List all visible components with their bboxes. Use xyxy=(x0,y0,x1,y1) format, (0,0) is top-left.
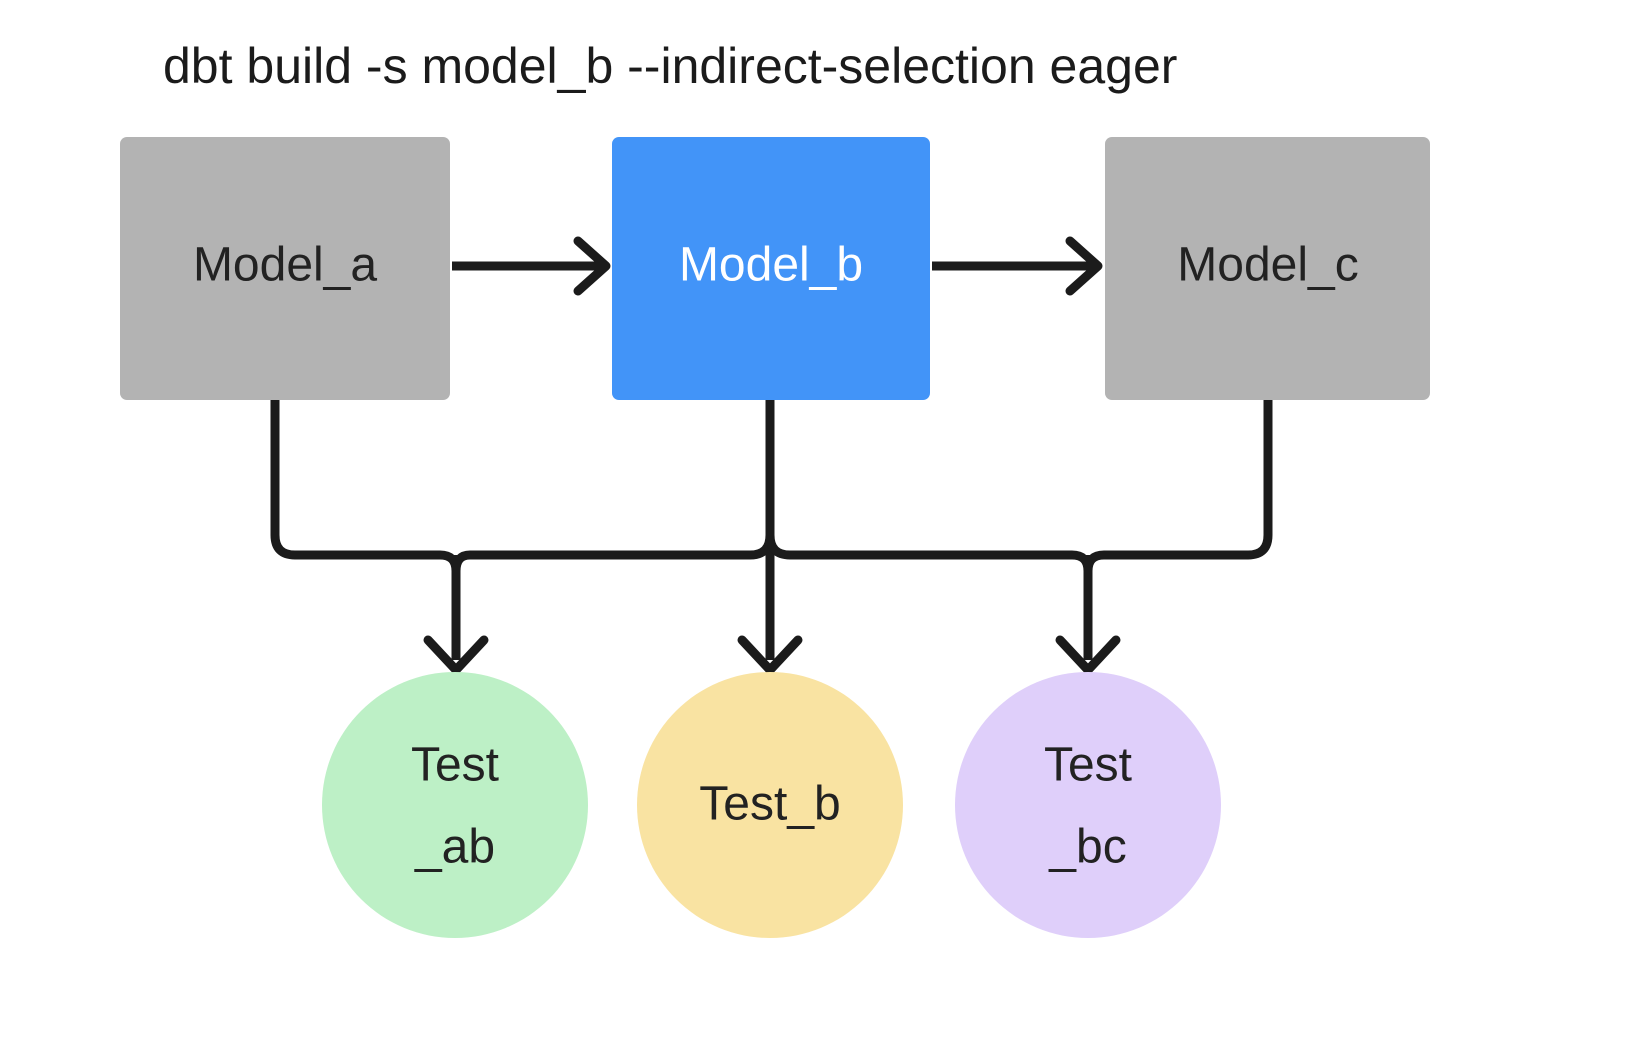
edge-model-a-to-test-ab xyxy=(270,400,461,572)
test-b-label-line1: Test_b xyxy=(699,778,840,831)
test-bc-label-line2: _bc xyxy=(1048,821,1126,874)
model-b-label: Model_b xyxy=(679,239,863,292)
node-test-bc[interactable]: Test _bc xyxy=(955,672,1221,938)
node-model-a[interactable]: Model_a xyxy=(120,137,450,400)
edge-model-b-to-test-bc xyxy=(765,534,1093,572)
edge-model-b-to-test-b xyxy=(737,400,803,675)
edge-model-b-to-model-c xyxy=(932,236,1103,296)
test-ab-circle[interactable] xyxy=(322,672,588,938)
test-ab-label-line1: Test xyxy=(411,739,499,792)
model-b-box[interactable] xyxy=(612,137,930,400)
test-bc-label-line1: Test xyxy=(1044,739,1132,792)
model-c-box[interactable] xyxy=(1105,137,1430,400)
test-bc-circle[interactable] xyxy=(955,672,1221,938)
test-ab-label-line2: _ab xyxy=(414,821,495,874)
model-a-box[interactable] xyxy=(120,137,450,400)
node-model-c[interactable]: Model_c xyxy=(1105,137,1430,400)
test-b-circle[interactable] xyxy=(637,672,903,938)
edge-model-a-to-model-b xyxy=(452,236,611,296)
node-test-ab[interactable]: Test _ab xyxy=(322,672,588,938)
model-a-label: Model_a xyxy=(193,239,377,292)
model-c-label: Model_c xyxy=(1177,239,1358,292)
edge-bus-drop-test-ab xyxy=(423,555,489,675)
node-model-b[interactable]: Model_b xyxy=(612,137,930,400)
edge-model-c-to-test-bc xyxy=(1083,400,1273,572)
edge-model-b-to-test-ab xyxy=(451,534,775,572)
node-test-b[interactable]: Test_b xyxy=(637,672,903,938)
edge-bus-drop-test-bc xyxy=(1055,555,1121,675)
diagram-title: dbt build -s model_b --indirect-selectio… xyxy=(163,38,1177,94)
